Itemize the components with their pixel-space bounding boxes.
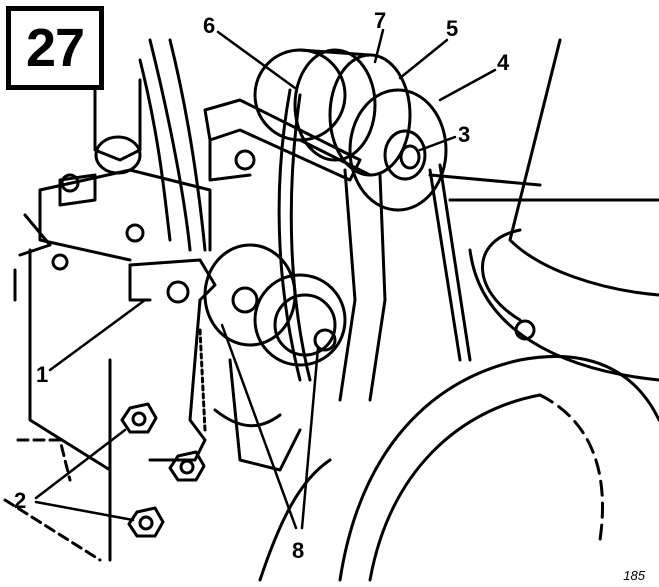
- callout-6: 6: [203, 13, 216, 38]
- callout-1: 1: [36, 362, 49, 387]
- figure-number: 27: [25, 18, 85, 78]
- drive-belts: [277, 88, 472, 402]
- figure-number-box: 27: [6, 6, 104, 90]
- callout-3: 3: [458, 122, 471, 147]
- auger-housing: [428, 38, 659, 382]
- upper-column: [93, 38, 207, 252]
- callout-2: 2: [14, 488, 27, 513]
- mounting-bolts: [51, 173, 206, 538]
- drive-pulley: [253, 48, 448, 212]
- callout-4: 4: [497, 50, 510, 75]
- callout-8: 8: [292, 538, 305, 563]
- chute-body: [258, 355, 659, 582]
- leader-lines: [34, 28, 497, 530]
- engine-frame: [3, 168, 212, 562]
- figure-reference-number: 185: [623, 568, 645, 583]
- callout-5: 5: [446, 16, 459, 41]
- callout-7: 7: [374, 8, 387, 33]
- pulley-support-arm: [203, 98, 362, 182]
- mounting-bracket: [128, 258, 217, 462]
- idler-pulleys: [203, 243, 347, 472]
